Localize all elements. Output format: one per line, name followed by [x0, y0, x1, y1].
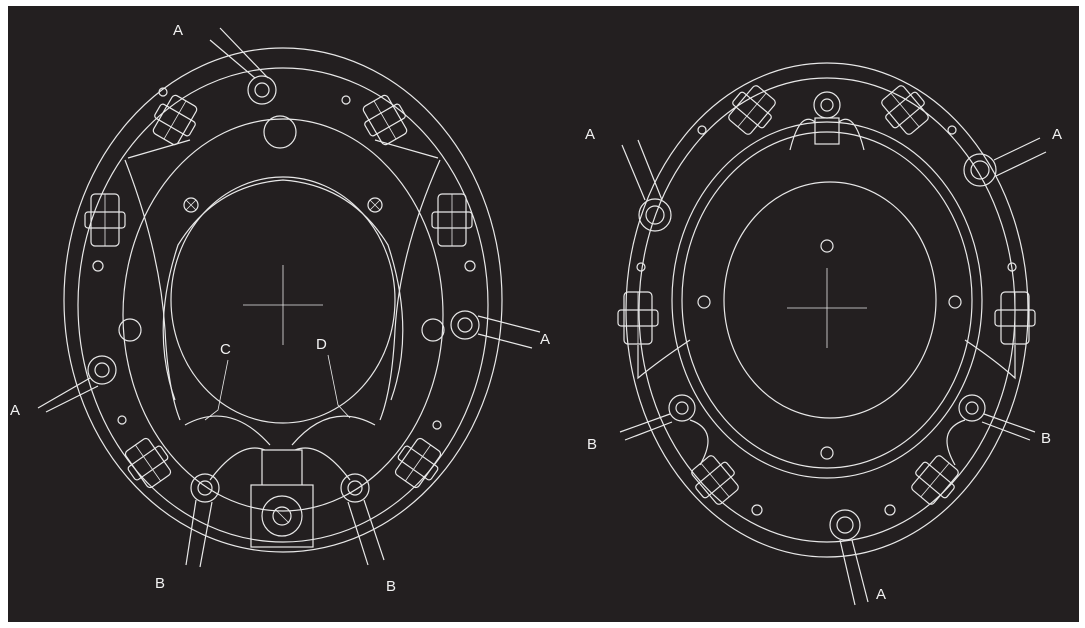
right-wire: [964, 339, 1016, 380]
left-hole-x: [183, 197, 199, 213]
right-hole: [884, 504, 896, 516]
label-right-a-right: A: [1052, 126, 1062, 143]
left-diode-top-left: [152, 94, 198, 146]
left-hole: [158, 87, 168, 97]
left-assembly: [37, 27, 541, 568]
label-left-d: D: [316, 336, 327, 353]
right-diode-mid-right: [994, 291, 1036, 345]
right-lug-b-right: [958, 394, 1036, 441]
right-wire: [689, 419, 966, 466]
left-hole: [117, 415, 127, 425]
right-lug-b-left: [619, 394, 696, 441]
left-hole: [263, 115, 297, 149]
left-outer-ring: [63, 47, 503, 553]
left-lug-left: [37, 355, 117, 413]
left-lug-b-right: [340, 473, 385, 566]
right-inner-ring: [671, 121, 983, 479]
right-hole: [751, 504, 763, 516]
left-center-bore: [170, 176, 396, 424]
left-hole: [92, 260, 104, 272]
label-left-b-right: B: [386, 578, 396, 595]
label-left-b-left: B: [155, 575, 165, 592]
left-hole-x-mark: [369, 199, 381, 211]
left-ring-edge: [77, 67, 489, 543]
left-bore-shoulder: [162, 179, 404, 401]
right-center-bore: [723, 181, 937, 419]
left-diode-bottom-right: [394, 437, 442, 489]
label-right-a-bottom: A: [876, 586, 886, 603]
label-right-b-left: B: [587, 436, 597, 453]
left-terminal-block: [250, 449, 314, 548]
diagram-frame: [8, 6, 1079, 622]
left-diode-mid-right: [431, 193, 473, 247]
left-hole: [432, 420, 442, 430]
left-lug-right: [450, 310, 541, 349]
right-lug-a-bottom: [829, 509, 869, 606]
left-hole-x: [367, 197, 383, 213]
right-hole: [820, 239, 834, 253]
label-left-a-left: A: [10, 402, 20, 419]
right-hole: [948, 295, 962, 309]
right-lug-a-left: [621, 139, 672, 232]
right-assembly: [617, 62, 1047, 606]
left-hole: [464, 260, 476, 272]
left-inner-ring: [122, 118, 444, 512]
left-lug-top: [209, 27, 277, 105]
right-diode-mid-left: [617, 291, 659, 345]
right-top-terminal: [789, 91, 865, 151]
label-right-b-right: B: [1041, 430, 1051, 447]
left-hole: [118, 318, 142, 342]
right-inner-ring-2: [681, 131, 973, 469]
left-wire: [184, 415, 376, 446]
right-wire: [637, 339, 691, 380]
right-diode-top-left: [728, 85, 776, 135]
right-hole: [820, 446, 834, 460]
left-lug-b-left: [185, 473, 220, 568]
left-diode-mid-left: [84, 193, 126, 247]
right-hole: [947, 125, 957, 135]
right-diode-bottom-right: [911, 455, 959, 505]
right-diode-bottom-left: [691, 455, 739, 505]
right-diode-top-right: [881, 85, 929, 135]
right-hole: [636, 262, 646, 272]
leader-c: [204, 359, 229, 421]
left-hole: [421, 318, 445, 342]
left-diode-bottom-left: [124, 437, 172, 489]
left-hole: [341, 95, 351, 105]
left-diode-top-right: [362, 94, 408, 146]
left-wire: [124, 159, 181, 421]
left-wire: [209, 447, 351, 481]
label-left-c: C: [220, 341, 231, 358]
leader-d: [327, 354, 351, 419]
labels: A A A C D B B A A B B A: [10, 22, 1062, 603]
left-hole-x-mark: [185, 199, 197, 211]
label-left-a-top: A: [173, 22, 183, 39]
left-wire: [379, 159, 441, 421]
right-hole: [697, 125, 707, 135]
right-hole: [697, 295, 711, 309]
right-lug-a-right: [963, 137, 1047, 187]
left-wire: [127, 139, 439, 159]
label-left-a-right: A: [540, 331, 550, 348]
label-right-a-left: A: [585, 126, 595, 143]
right-hole: [1007, 262, 1017, 272]
